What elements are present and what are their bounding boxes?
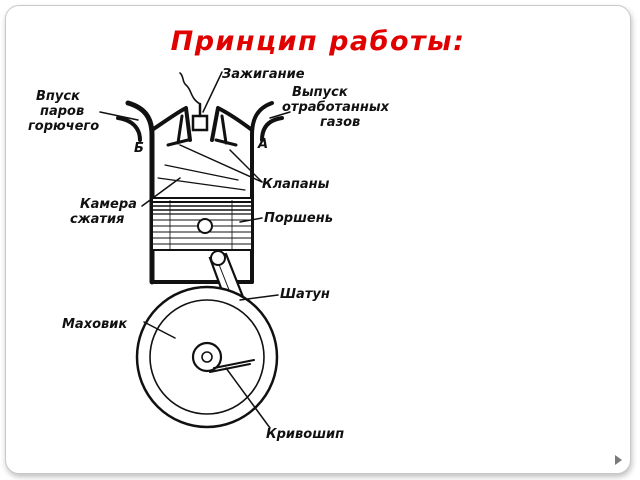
label-crank: Кривошип	[266, 427, 344, 442]
slide: Принцип работы:	[5, 5, 631, 474]
label-chamber-line2: сжатия	[70, 212, 124, 227]
slide-title: Принцип работы:	[170, 26, 466, 57]
label-exhaust-line2: отработанных	[282, 100, 390, 115]
flywheel	[135, 285, 279, 429]
label-exhaust-line3: газов	[320, 115, 360, 130]
label-side-a: А	[257, 137, 268, 152]
label-valves: Клапаны	[262, 177, 330, 192]
cylinder-head	[116, 100, 284, 285]
label-ignition: Зажигание	[222, 67, 305, 82]
label-flywheel: Маховик	[62, 317, 128, 332]
label-piston: Поршень	[264, 211, 333, 226]
label-chamber-line1: Камера	[80, 197, 137, 212]
label-rod: Шатун	[280, 287, 330, 302]
label-exhaust-line1: Выпуск	[292, 85, 349, 100]
piston	[151, 197, 253, 251]
label-side-b: Б	[134, 141, 144, 156]
leader-lines	[99, 71, 291, 429]
compression-chamber	[157, 164, 246, 191]
spark-plug	[179, 72, 209, 132]
next-slide-arrow-icon[interactable]	[615, 455, 622, 465]
label-intake-line2: паров	[40, 104, 84, 119]
label-intake-line3: горючего	[28, 119, 99, 134]
label-intake-line1: Впуск	[36, 89, 81, 104]
